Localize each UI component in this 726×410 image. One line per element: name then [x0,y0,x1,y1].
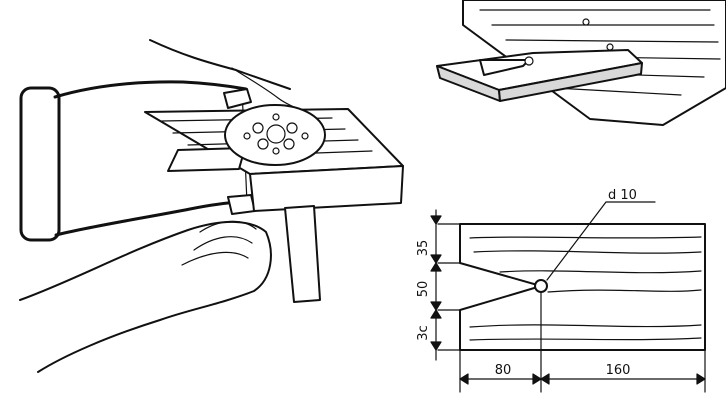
vertical-extension-lines [437,223,461,351]
saw-frame-bottom-bar [54,200,242,237]
saw-frame-top-bar [53,80,248,99]
hole-leader [546,201,656,281]
board-outline [459,223,706,351]
screw-hole-2 [606,43,614,51]
upper-blade-clamp [223,88,252,109]
saw-frame-back [19,86,61,242]
patterned-disc [224,104,326,166]
lower-arm-and-hand [19,221,272,373]
bench-front-edge [249,165,404,212]
vertical-arrowheads [430,215,442,351]
sawing-board [167,147,246,172]
middle-height-label: 50 [416,281,431,298]
dimensioned-drawing: d 10 35 50 3c 80 160 [416,188,706,393]
v-slot [479,59,530,76]
slotted-support-isometric [436,0,726,126]
support-front-face [498,62,643,102]
horizontal-extension-lines [459,291,706,393]
slot-hole [524,56,534,66]
hand-fingers [181,220,257,266]
board-grain [469,236,702,341]
fret-saw-scene [19,39,404,373]
right-length-label: 160 [606,363,631,378]
lower-blade-clamp [227,194,256,215]
hole-dimension-label: d 10 [608,188,637,203]
bench-leg [284,205,321,303]
screw-hole-1 [582,18,590,26]
disc-pattern [243,113,309,155]
left-length-label: 80 [495,363,512,378]
top-height-label: 35 [416,240,431,257]
bottom-height-label: 3c [416,325,431,340]
drill-hole [534,279,548,293]
horizontal-arrowheads [459,373,706,385]
